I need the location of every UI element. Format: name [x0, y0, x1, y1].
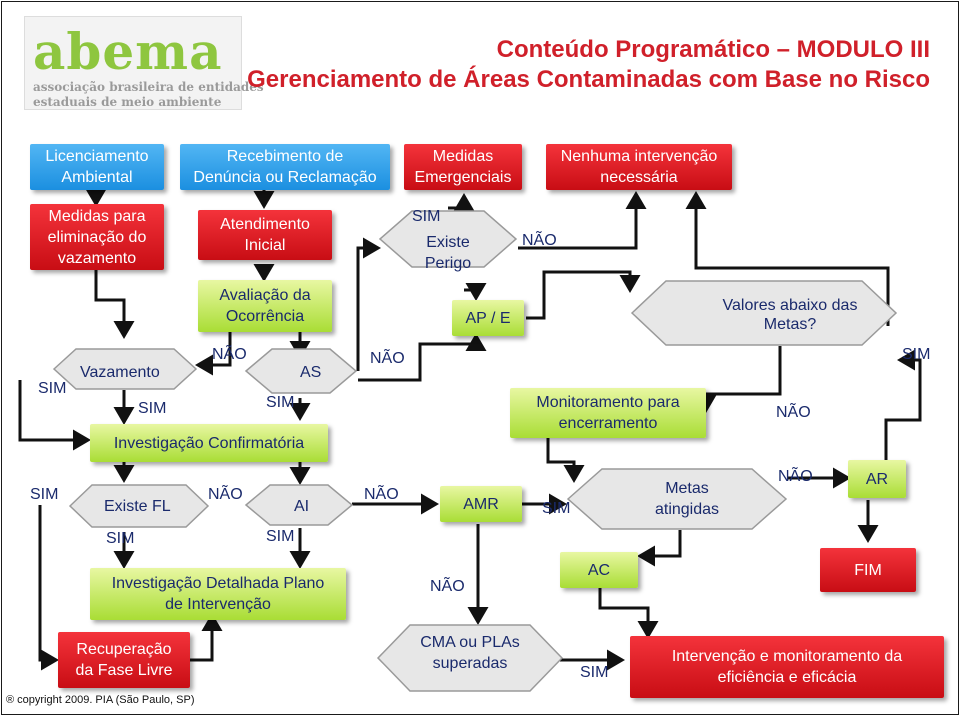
node-licenciamento: Licenciamento Ambiental	[30, 144, 164, 190]
title-line-1: Conteúdo Programático – MODULO III	[496, 36, 930, 63]
node-intervencao-monitoramento: Intervenção e monitoramento da eficiênci…	[630, 636, 944, 698]
logo-line-1: associação brasileira de entidades	[33, 80, 264, 94]
node-fim: FIM	[820, 548, 916, 592]
label-perigo-sim: SIM	[412, 208, 441, 225]
node-atendimento-inicial: Atendimento Inicial	[198, 210, 332, 260]
label-as-nao: NÃO	[370, 350, 405, 367]
arrow-metas-ac	[637, 530, 682, 567]
node-valores-abaixo: Valores abaixo das Metas?	[722, 297, 858, 333]
label-metas-nao: NÃO	[778, 468, 813, 485]
logo-wordmark: abema	[33, 22, 223, 81]
node-cma-plas: CMA ou PLAs superadas	[420, 634, 520, 672]
node-ai: AI	[294, 498, 310, 515]
arrow-ape-valores	[526, 270, 641, 320]
arrow-perigo-medidas-emergenciais	[448, 193, 475, 211]
node-metas-atingidas-shape	[566, 468, 788, 530]
node-vazamento-shape	[52, 348, 198, 390]
node-investigacao-detalhada: Investigação Detalhada Plano de Interven…	[90, 568, 346, 620]
node-monitoramento: Monitoramento para encerramento	[510, 388, 706, 438]
label-existefl-nao: NÃO	[208, 486, 243, 503]
arrow-monitoramento-metas	[546, 438, 585, 483]
node-recuperacao-fase-livre: Recuperação da Fase Livre	[58, 632, 190, 688]
label-existefl-sim: SIM	[106, 530, 135, 547]
label-left-sim-2: SIM	[30, 486, 59, 503]
node-ai-shape	[244, 484, 354, 526]
node-vazamento: Vazamento	[80, 364, 160, 381]
node-cma-plas-shape	[376, 624, 564, 692]
label-vazamento-sim: SIM	[138, 400, 167, 417]
arrow-medidas-emergenciais-ape	[464, 283, 487, 301]
copyright-notice: ® copyright 2009. PIA (São Paulo, SP)	[6, 694, 195, 706]
logo-line-2: estaduais de meio ambiente	[33, 95, 222, 109]
node-existe-fl-shape	[68, 484, 210, 528]
arrow-valores-nenhuma	[685, 191, 890, 326]
label-amr-nao: NÃO	[430, 578, 465, 595]
arrow-left-recuperacao	[38, 505, 59, 671]
arrow-medidas-vazamento	[94, 270, 135, 339]
node-investigacao-confirmatoria: Investigação Confirmatória	[90, 424, 328, 462]
title-line-2: Gerenciamento de Áreas Contaminadas com …	[247, 66, 930, 93]
node-as-shape	[244, 348, 358, 394]
arrow-as-perigo	[356, 237, 381, 371]
label-valores-sim: SIM	[902, 346, 931, 363]
label-perigo-nao: NÃO	[522, 232, 557, 249]
node-nenhuma-intervencao: Nenhuma intervenção necessária	[546, 144, 732, 190]
node-valores-abaixo-shape	[630, 280, 898, 346]
arrow-avaliacao-vazamento	[195, 332, 232, 376]
node-existe-fl: Existe FL	[104, 498, 171, 515]
abema-logo: abema associação brasileira de entidades…	[24, 16, 264, 110]
node-ap-e: AP / E	[452, 300, 524, 336]
label-avaliacao-nao: NÃO	[212, 346, 247, 363]
node-avaliacao-ocorrencia: Avaliação da Ocorrência	[198, 280, 332, 332]
label-ai-nao: NÃO	[364, 486, 399, 503]
label-as-sim: SIM	[266, 394, 295, 411]
label-valores-nao: NÃO	[776, 404, 811, 421]
node-medidas-emergenciais: Medidas Emergenciais	[404, 144, 522, 190]
node-amr: AMR	[440, 486, 522, 522]
label-ai-sim: SIM	[266, 528, 295, 545]
arrow-as-ape	[358, 333, 487, 382]
node-existe-perigo: Existe Perigo	[424, 234, 472, 272]
node-ac: AC	[560, 552, 638, 588]
node-medidas-eliminacao: Medidas para eliminação do vazamento	[30, 204, 164, 270]
node-existe-perigo-shape	[378, 210, 518, 268]
label-amr-sim: SIM	[542, 500, 571, 517]
node-metas-atingidas: Metas atingidas	[654, 480, 720, 518]
arrow-left-loop-inv-conf	[18, 380, 91, 451]
arrow-valores-monitoramento	[695, 346, 782, 413]
label-left-sim-1: SIM	[38, 380, 67, 397]
arrow-recuperacao-loop	[188, 613, 223, 662]
arrow-metas-loop	[884, 349, 922, 472]
node-recebimento: Recebimento de Denúncia ou Reclamação	[180, 144, 390, 190]
label-cma-sim: SIM	[580, 664, 609, 681]
node-ar: AR	[848, 460, 906, 498]
arrow-ac-intervencao	[598, 588, 659, 639]
arrow-perigo-nenhuma	[518, 191, 647, 250]
node-as: AS	[300, 364, 322, 381]
